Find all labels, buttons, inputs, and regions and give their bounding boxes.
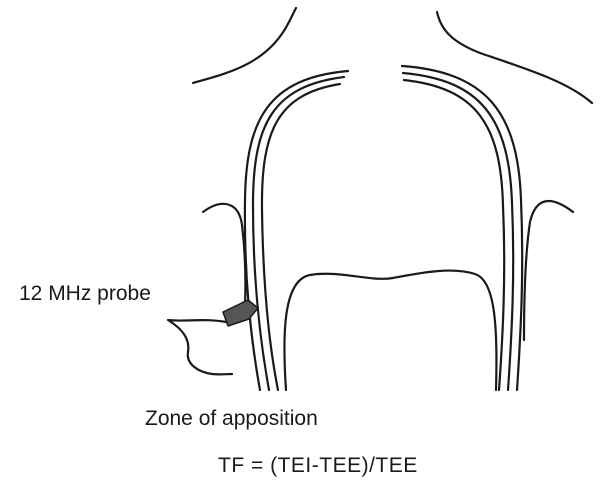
probe-icon: [223, 300, 258, 326]
diaphragm-dome: [284, 271, 496, 390]
left-chest-wall-outer: [245, 71, 348, 390]
probe-label: 12 MHz probe: [19, 283, 151, 304]
probe-cable: [168, 320, 232, 374]
right-chest-wall-inner: [404, 80, 504, 390]
left-chest-wall-middle: [253, 77, 344, 390]
thickening-fraction-formula: TF = (TEI-TEE)/TEE: [218, 455, 418, 476]
left-arm-contour: [203, 204, 245, 306]
right-arm-contour: [524, 201, 573, 340]
left-neck-contour: [193, 8, 296, 83]
left-chest-wall-inner: [262, 84, 340, 390]
zone-of-apposition-label: Zone of apposition: [145, 408, 318, 429]
